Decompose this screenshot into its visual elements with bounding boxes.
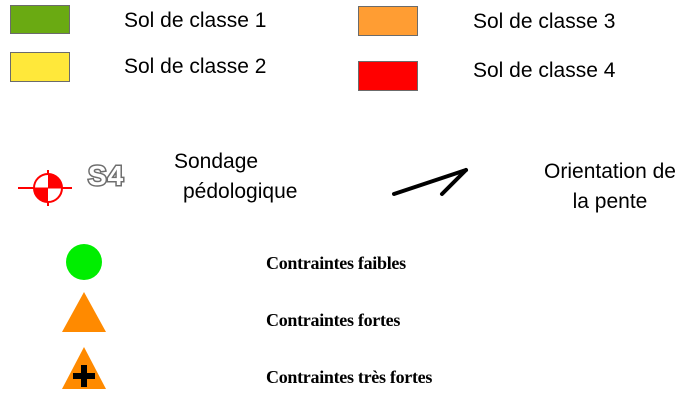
label-contraintes-faibles: Contraintes faibles <box>266 253 406 273</box>
sondage-label: Sondage pédologique <box>168 147 338 207</box>
pente-label: Orientation de la pente <box>520 157 697 217</box>
swatch-sol-classe-4 <box>358 61 418 91</box>
swatch-sol-classe-1 <box>10 5 70 34</box>
borehole-symbol-icon <box>18 170 72 206</box>
label-sol-classe-3: Sol de classe 3 <box>473 10 616 33</box>
sondage-label-line1: Sondage <box>174 150 259 173</box>
sondage-code: S4 <box>86 160 125 191</box>
label-sol-classe-1: Sol de classe 1 <box>124 9 267 32</box>
label-sol-classe-4: Sol de classe 4 <box>473 59 616 82</box>
swatch-sol-classe-3 <box>358 6 418 36</box>
pente-label-line2: la pente <box>572 190 648 213</box>
slope-arrow-icon <box>392 168 468 196</box>
label-sol-classe-2: Sol de classe 2 <box>124 55 267 78</box>
orange-triangle-plus-icon <box>62 347 106 389</box>
swatch-sol-classe-2 <box>10 52 70 82</box>
label-contraintes-tres-fortes: Contraintes très fortes <box>266 367 433 387</box>
sondage-label-line2: pédologique <box>183 180 298 203</box>
label-contraintes-fortes: Contraintes fortes <box>266 310 401 330</box>
orange-triangle-icon <box>62 292 106 332</box>
green-circle-icon <box>66 244 102 280</box>
pente-label-line1: Orientation de <box>544 160 676 183</box>
